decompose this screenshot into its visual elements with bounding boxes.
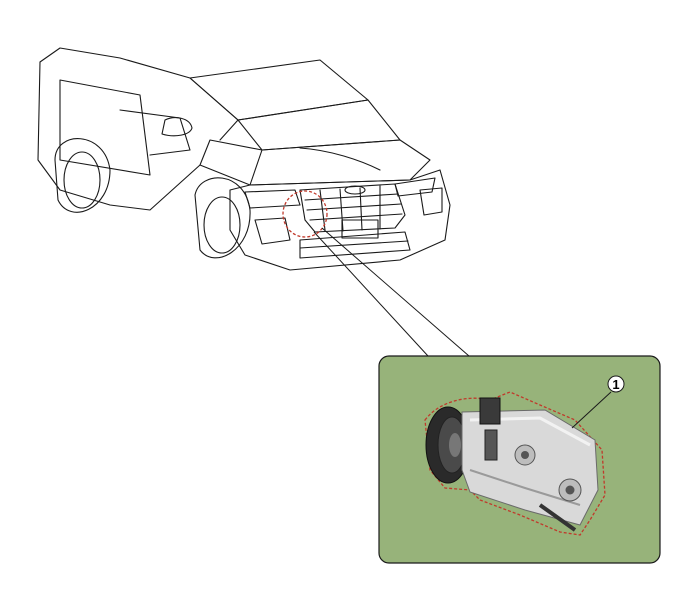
vehicle-right-fog-light <box>419 187 443 216</box>
callout-marker-1 <box>607 375 625 393</box>
vehicle-license-plate <box>341 219 379 239</box>
vehicle-body-side <box>37 61 201 211</box>
vehicle-left-headlight <box>244 189 301 209</box>
vehicle-left-fog-light <box>254 217 291 245</box>
vehicle-cabin-side <box>39 47 239 141</box>
vehicle-front-wheel <box>194 177 251 259</box>
electrical-connector <box>479 397 501 425</box>
vehicle-grille <box>299 183 406 233</box>
vehicle-front-fascia <box>229 169 451 271</box>
vehicle-windshield <box>237 99 401 151</box>
callout-number-1: 1 <box>612 377 619 392</box>
leader-line-left <box>313 231 429 357</box>
callout-leader-1 <box>571 391 612 429</box>
compressor-illustration <box>424 391 606 536</box>
vehicle-hood <box>199 139 431 186</box>
vehicle-illustration <box>37 47 451 271</box>
leader-line-right <box>321 227 470 357</box>
vehicle-side-mirror <box>161 117 193 137</box>
vehicle-rear-wheel <box>54 138 111 213</box>
highlight-circle <box>282 190 328 238</box>
compressor-highlight-outline <box>424 391 606 536</box>
vehicle-right-headlight <box>394 177 436 197</box>
vehicle-roof <box>189 59 369 121</box>
vehicle-lower-grille <box>299 231 411 259</box>
